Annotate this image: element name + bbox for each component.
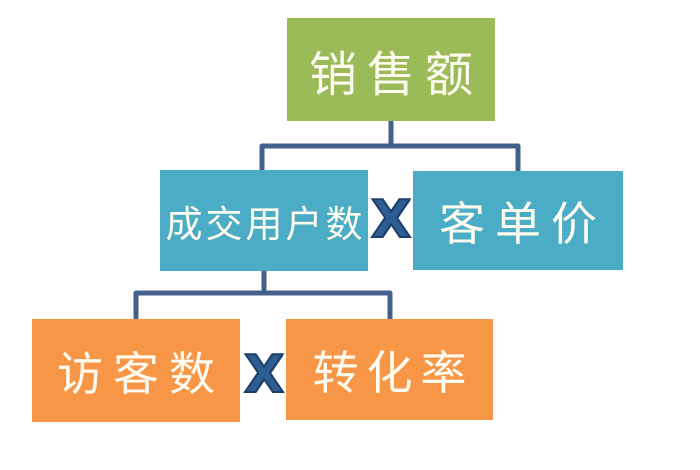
node-sales-label: 销售额: [308, 48, 483, 102]
node-conversion-rate: 转化率: [286, 319, 493, 420]
node-sales: 销售额: [287, 18, 495, 121]
node-avg-order-value-label: 客单价: [439, 198, 607, 250]
node-paying-users: 成交用户数: [160, 170, 368, 271]
node-visitors: 访客数: [32, 319, 240, 422]
connector-bottom-elbow: [133, 268, 393, 322]
multiply-icon-bottom: X: [243, 344, 285, 406]
node-conversion-rate-label: 转化率: [312, 347, 475, 399]
node-avg-order-value: 客单价: [413, 171, 623, 270]
multiply-icon-top: X: [370, 189, 412, 251]
connector-top-elbow: [259, 118, 521, 174]
node-visitors-label: 访客数: [57, 348, 225, 400]
node-paying-users-label: 成交用户数: [165, 204, 366, 246]
